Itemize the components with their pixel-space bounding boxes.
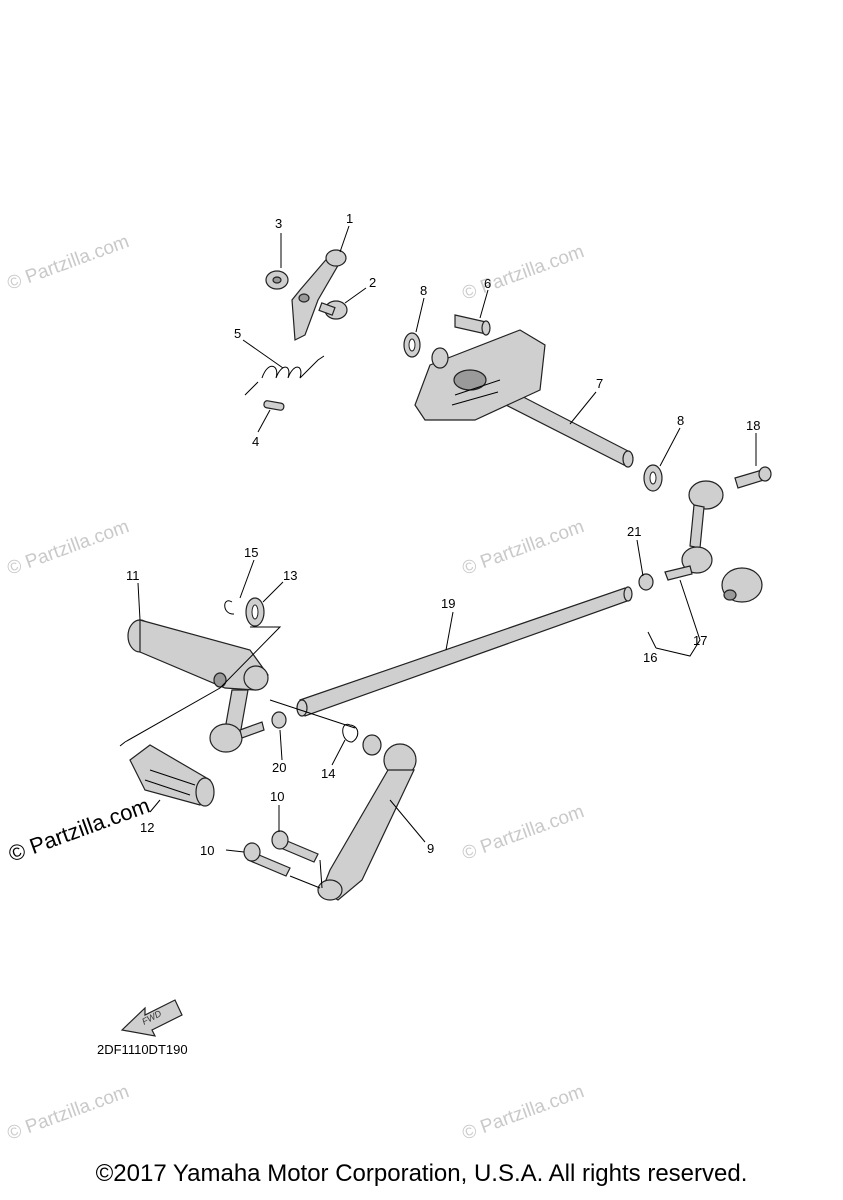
callout-7: 7 [596,376,603,391]
part-14-circlip [342,723,359,743]
part-19-shift-rod [296,586,633,717]
callout-10-upper: 10 [270,789,284,804]
callout-20: 20 [272,760,286,775]
part-20-nut [271,711,287,729]
watermark: © Partzilla.com [460,516,587,580]
callout-19: 19 [441,596,455,611]
watermark: © Partzilla.com [5,516,132,580]
callout-11: 11 [126,568,140,583]
callout-12: 12 [140,820,154,835]
watermark: © Partzilla.com [460,801,587,865]
callout-2: 2 [369,275,376,290]
callout-15: 15 [244,545,258,560]
callout-17: 17 [693,633,707,648]
part-5-spring [244,355,325,396]
fwd-arrow-icon: FWD [120,999,183,1037]
callouts: 3 1 2 5 4 8 6 7 8 18 21 15 11 13 19 17 1… [126,211,760,858]
watermark: © Partzilla.com [5,231,132,295]
watermark: © Partzilla.com [460,241,587,305]
callout-3: 3 [275,216,282,231]
part-3-collar [265,270,289,290]
part-12-pedal-rubber [129,744,215,807]
part-13-washer [245,597,265,627]
part-10-bolts [243,830,319,877]
part-15-circlip [224,600,235,615]
part-7-shift-shaft [414,329,634,468]
callout-6: 6 [484,276,491,291]
part-16-shift-arm [664,480,724,581]
part-1-stopper-lever [291,249,347,341]
copyright-notice: ©2017 Yamaha Motor Corporation, U.S.A. A… [95,1160,748,1187]
leader-lines [119,225,757,889]
callout-16: 16 [643,650,657,665]
part-2-bolt [318,300,348,320]
part-11-shift-pedal [127,619,269,753]
diagram-code: 2DF1110DT190 [97,1042,188,1057]
part-4-pin [263,400,285,411]
callout-5: 5 [234,326,241,341]
part-6-pin [454,314,491,336]
callout-21: 21 [627,524,641,539]
part-8-washer-lower [643,464,663,492]
callout-13: 13 [283,568,297,583]
part-18-bolt [734,466,772,489]
callout-1: 1 [346,211,353,226]
callout-14: 14 [321,766,335,781]
watermark: © Partzilla.com [460,1081,587,1145]
callout-8-lower: 8 [677,413,684,428]
callout-8-upper: 8 [420,283,427,298]
part-9-link-arm [317,734,417,901]
watermark: © Partzilla.com [5,1081,132,1145]
callout-18: 18 [746,418,760,433]
callout-9: 9 [427,841,434,856]
part-21-nut [638,573,654,591]
part-17-cap [721,567,763,603]
callout-4: 4 [252,434,259,449]
watermark: © Partzilla.com [5,793,153,867]
callout-10-lower: 10 [200,843,214,858]
part-8-washer-upper [403,332,421,358]
